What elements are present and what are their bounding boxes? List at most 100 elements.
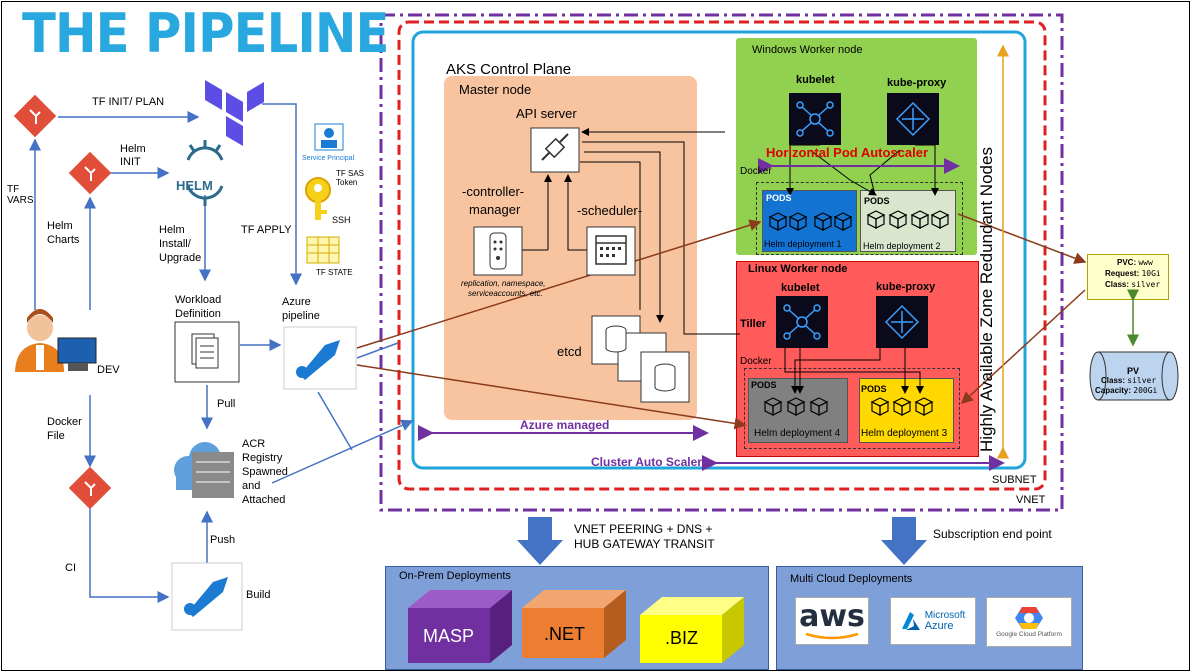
cubes-deployment-1 xyxy=(769,212,852,231)
cubes-deployment-4 xyxy=(764,397,828,416)
workload-label-2: Definition xyxy=(175,308,221,320)
capacity-label: Capacity: xyxy=(1095,386,1132,395)
vnet-peering-label-1: VNET PEERING + DNS + xyxy=(574,522,713,536)
helm-init-label-1: Helm xyxy=(120,143,146,155)
request-value: 10Gi xyxy=(1141,269,1161,278)
pvc-name: www xyxy=(1138,258,1153,267)
etcd-note-2: serviceaccounts, etc. xyxy=(468,289,543,298)
pvc-line-3: Class: silver xyxy=(1105,280,1160,290)
linux-kube-proxy-icon xyxy=(876,296,928,348)
windows-docker-label: Docker xyxy=(740,166,772,177)
helm-logo-text: HELM xyxy=(176,178,213,193)
api-server-label: API server xyxy=(516,106,577,121)
page-title: THE PIPELINE xyxy=(22,2,389,65)
terraform-icon xyxy=(205,80,264,146)
pv-class-value: silver xyxy=(1127,376,1157,385)
azure-text-2: Azure xyxy=(924,620,954,632)
key-icon xyxy=(305,177,331,220)
helm-deployment-3-label: Helm deployment 3 xyxy=(861,428,948,439)
tf-state-label: TF STATE xyxy=(316,268,353,277)
windows-kube-proxy-label: kube-proxy xyxy=(887,77,947,89)
pull-label: Pull xyxy=(217,398,236,410)
windows-docker-box xyxy=(756,182,963,255)
masp-block xyxy=(408,590,512,663)
cubes-deployment-2 xyxy=(867,210,949,229)
tiller-label: Tiller xyxy=(740,318,767,330)
pv-label: PV xyxy=(1127,366,1140,376)
multicloud-title: Multi Cloud Deployments xyxy=(790,573,913,585)
service-principal-label: Service Principal xyxy=(302,155,355,162)
tf-state-table-icon xyxy=(306,236,340,264)
windows-kubelet-label: kubelet xyxy=(796,74,835,86)
aws-smile-icon xyxy=(805,632,859,640)
aks-control-plane-title: AKS Control Plane xyxy=(446,61,572,78)
acr-registry-icon xyxy=(174,442,234,498)
developer-icon xyxy=(15,309,97,372)
tf-sas-label-2: Token xyxy=(336,178,358,187)
pods-2-label: PODS xyxy=(864,196,890,206)
scheduler-icon xyxy=(586,226,636,276)
masp-label: MASP xyxy=(423,626,475,646)
controller-manager-label-2: manager xyxy=(469,202,521,217)
azure-pipeline-label-2: pipeline xyxy=(282,310,320,322)
pods-3-label: PODS xyxy=(861,384,887,394)
cluster-auto-scaler-label: Cluster Auto Scaler xyxy=(591,455,702,469)
etcd-note-1: replication, namespace, xyxy=(461,279,546,288)
azure-pipeline-label-1: Azure xyxy=(282,296,311,308)
helm-charts-label-2: Charts xyxy=(47,234,80,246)
subscription-label: Subscription end point xyxy=(933,527,1052,541)
api-server-icon xyxy=(530,127,580,173)
capacity-value: 200Gi xyxy=(1133,386,1158,395)
helm-install-label-2: Install/ xyxy=(159,238,191,250)
git-icon xyxy=(68,151,112,195)
acr-label-1: ACR xyxy=(242,438,266,450)
ssh-label: SSH xyxy=(332,215,351,225)
helm-charts-label-1: Helm xyxy=(47,220,73,232)
tf-apply-label: TF APPLY xyxy=(241,224,292,236)
pv-class-label: Class: xyxy=(1101,376,1126,385)
windows-node-title: Windows Worker node xyxy=(752,44,863,56)
gcp-text: Google Cloud Platform xyxy=(996,631,1062,638)
hpa-label: Horizontal Pod Autoscaler xyxy=(766,145,929,160)
subnet-label: SUBNET xyxy=(992,474,1037,486)
ha-zone-label: Highly Available Zone Redundant Nodes xyxy=(977,147,996,452)
helm-init-label-2: INIT xyxy=(120,156,141,168)
windows-kubelet-icon xyxy=(789,93,841,145)
net-block xyxy=(522,590,626,658)
class-label: Class: xyxy=(1105,280,1130,289)
windows-kube-proxy-icon xyxy=(887,93,939,145)
pv-line-2: Capacity: 200Gi xyxy=(1095,386,1157,396)
class-value: silver xyxy=(1131,280,1161,289)
onprem-title: On-Prem Deployments xyxy=(399,570,511,582)
pods-4-label: PODS xyxy=(751,380,777,390)
subnet-boundary xyxy=(397,20,1047,491)
acr-label-5: Attached xyxy=(242,494,286,506)
pv-cylinder-icon xyxy=(1089,351,1179,401)
acr-label-3: Spawned xyxy=(242,466,288,478)
tf-vars-label-1: TF xyxy=(7,184,20,195)
pvc-line-2: Request: 10Gi xyxy=(1105,269,1161,279)
vnet-label: VNET xyxy=(1016,494,1046,506)
build-label: Build xyxy=(246,589,271,601)
linux-kubelet-label: kubelet xyxy=(781,282,820,294)
helm-deployment-1-label: Helm deployment 1 xyxy=(764,239,842,249)
linux-node-title: Linux Worker node xyxy=(748,263,848,275)
etcd-label: etcd xyxy=(557,344,582,359)
docker-file-label-1: Docker xyxy=(47,416,82,428)
vnet-peering-label-2: HUB GATEWAY TRANSIT xyxy=(574,537,715,551)
azure-managed-label: Azure managed xyxy=(520,418,610,432)
tf-init-plan-label: TF INIT/ PLAN xyxy=(92,96,165,108)
dev-label: DEV xyxy=(97,364,120,376)
request-label: Request: xyxy=(1105,269,1140,278)
controller-manager-icon xyxy=(473,226,523,276)
azure-icon xyxy=(901,612,920,630)
azure-pipeline-build-icon xyxy=(171,562,243,631)
helm-icon xyxy=(186,140,224,206)
linux-docker-label: Docker xyxy=(740,356,772,367)
tf-vars-label-2: VARS xyxy=(7,195,34,206)
azure-logo: Microsoft Azure xyxy=(890,597,976,645)
pvc-line-1: PVC: www xyxy=(1117,258,1153,268)
